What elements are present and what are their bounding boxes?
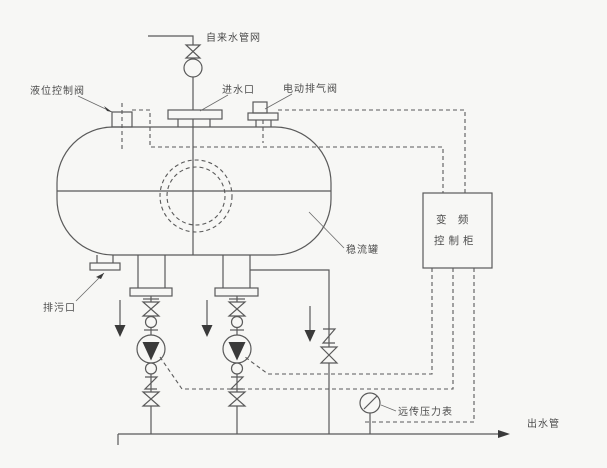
wire-exhaust-valve xyxy=(278,109,466,193)
flow-arrow-1 xyxy=(114,300,126,337)
label-electric-exhaust-valve: 电动排气阀 xyxy=(283,82,338,95)
valve-disc-icon xyxy=(144,315,158,329)
label-tap-water-network: 自来水管网 xyxy=(206,31,261,44)
check-valve-icon xyxy=(321,328,337,344)
label-level-control-valve: 液位控制阀 xyxy=(30,84,85,97)
city-water-supply-line xyxy=(148,35,203,255)
shutoff-valve-icon xyxy=(319,346,339,364)
pump-branch-1 xyxy=(136,296,166,434)
label-tank: 稳流罐 xyxy=(346,243,379,256)
valve-disc-icon xyxy=(230,362,244,375)
vfd-control-cabinet: 变 频 控制柜 xyxy=(422,192,493,269)
flow-arrow-outlet xyxy=(498,430,510,438)
shutoff-valve-icon xyxy=(141,391,161,407)
outlet-manifold xyxy=(117,430,510,445)
flow-arrow-2 xyxy=(201,300,213,337)
dashed-control-wiring xyxy=(132,109,475,423)
manhole-outer-circle xyxy=(159,159,233,233)
butterfly-valve-icon xyxy=(141,301,161,317)
labels: 自来水管网 进水口 液位控制阀 电动排气阀 稳流罐 排污口 远传压力表 出水管 xyxy=(30,31,560,430)
wire-pressure-gauge xyxy=(362,268,475,423)
bypass-branch xyxy=(250,269,339,434)
label-remote-pressure-gauge: 远传压力表 xyxy=(398,405,453,418)
shutoff-valve-icon xyxy=(227,391,247,407)
label-drain-outlet: 排污口 xyxy=(43,301,76,314)
inlet-shutoff-valve-icon xyxy=(184,44,202,59)
water-meter-icon xyxy=(183,58,203,78)
wire-level-valve xyxy=(132,109,444,193)
label-water-inlet: 进水口 xyxy=(222,84,255,96)
flow-arrow-3 xyxy=(304,306,316,342)
level-control-valve-icon xyxy=(111,103,133,150)
wire-pump-2 xyxy=(244,268,433,375)
leader-lines xyxy=(75,93,397,412)
valve-disc-icon xyxy=(230,315,244,329)
pump-branch-2 xyxy=(222,296,252,434)
drain-nozzle xyxy=(89,255,121,271)
electric-exhaust-valve-icon xyxy=(247,101,279,143)
cabinet-label-line2: 控制柜 xyxy=(434,234,478,247)
valve-disc-icon xyxy=(144,362,158,375)
outlet-leg-1 xyxy=(129,255,173,297)
label-outlet-pipe: 出水管 xyxy=(527,417,560,430)
check-valve-icon xyxy=(143,376,159,390)
cabinet-label-line1: 变 频 xyxy=(436,213,472,226)
remote-pressure-gauge-icon xyxy=(359,392,381,434)
outlet-leg-2 xyxy=(214,255,259,297)
horizontal-tank xyxy=(56,126,332,256)
butterfly-valve-icon xyxy=(227,301,247,317)
manhole-inner-circle xyxy=(166,166,226,226)
inlet-flange xyxy=(167,109,223,127)
